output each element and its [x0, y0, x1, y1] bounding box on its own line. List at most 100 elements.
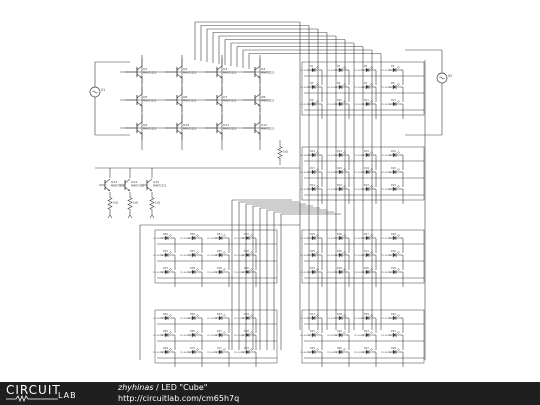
led-d50-label: D50 [190, 233, 195, 236]
transistor-q3-part: MMBT2222 [223, 72, 237, 75]
led-d70-label: D70 [190, 347, 195, 350]
led-d63-part: LTL-307EE [207, 318, 218, 320]
led-d67-label: D67 [217, 330, 222, 333]
led-d41-label: D41 [310, 330, 315, 333]
logo-word-lab: LAB [58, 391, 77, 400]
led-d18-label: D18 [337, 167, 342, 170]
resistor-r1 [107, 192, 113, 215]
transistor-q9-part: MMBT2222 [143, 128, 157, 131]
led-d20-label: D20 [391, 167, 396, 170]
led-d5-part: LTL-307EE [300, 87, 311, 89]
resistor-r4 [277, 140, 283, 165]
led-d64-part: LTL-307EE [234, 318, 245, 320]
led-d57-label: D57 [163, 267, 168, 270]
transistor-q11-label: Q11 [223, 123, 229, 127]
transistor-q8-label: Q8 [261, 95, 265, 99]
led-d3-part: LTL-307EE [354, 70, 365, 72]
led-d27-part: LTL-307EE [354, 238, 365, 240]
led-d23-label: D23 [364, 184, 369, 187]
led-d14-part: LTL-307EE [327, 155, 338, 157]
logo-waveform-icon [6, 394, 58, 402]
led-d9-label: D9 [310, 99, 314, 102]
resistor-r3-value: 1kΩ [155, 201, 160, 205]
transistor-q13-label: Q13 [111, 180, 117, 184]
circuit-schematic: V1V2Q1MMBT2222Q2MMBT2222Q3MMBT2222Q4MMBT… [89, 21, 453, 367]
led-block-bottom-right-frame [301, 309, 425, 364]
led-d14-label: D14 [337, 150, 342, 153]
author-name[interactable]: zhyhinas [118, 383, 154, 392]
led-d34-part: LTL-307EE [327, 272, 338, 274]
led-d43-part: LTL-307EE [354, 335, 365, 337]
led-d16-label: D16 [391, 150, 396, 153]
led-block-mid-right-frame [301, 146, 425, 201]
led-d51-label: D51 [217, 233, 222, 236]
led-d8-label: D8 [391, 82, 395, 85]
led-d30-label: D30 [337, 250, 342, 253]
wire [149, 214, 153, 219]
led-d60-part: LTL-307EE [234, 272, 245, 274]
resistor-r4-value: 1kΩ [283, 150, 288, 154]
led-d71-label: D71 [217, 347, 222, 350]
led-d2-part: LTL-307EE [327, 70, 338, 72]
led-d31-part: LTL-307EE [354, 255, 365, 257]
led-d23-part: LTL-307EE [354, 189, 365, 191]
led-d56-part: LTL-307EE [234, 255, 245, 257]
led-d17-label: D17 [310, 167, 315, 170]
led-d9-part: LTL-307EE [300, 104, 311, 106]
led-d15-part: LTL-307EE [354, 155, 365, 157]
led-d60-label: D60 [244, 267, 249, 270]
circuitlab-logo[interactable]: CIRCUIT LAB [6, 383, 96, 403]
led-d26-label: D26 [337, 233, 342, 236]
led-d7-label: D7 [364, 82, 368, 85]
led-d45-part: LTL-307EE [300, 352, 311, 354]
led-d25-label: D25 [310, 233, 315, 236]
led-d58-label: D58 [190, 267, 195, 270]
led-block-bottom-left-frame [154, 309, 278, 364]
transistor-q5-part: MMBT2222 [143, 100, 157, 103]
circuit-url[interactable]: http://circuitlab.com/cm65h7q [118, 394, 240, 403]
led-d4-part: LTL-307EE [381, 70, 392, 72]
led-d21-label: D21 [310, 184, 315, 187]
led-d40-label: D40 [391, 313, 396, 316]
voltage-source-v1-wave [92, 90, 98, 94]
led-d32-part: LTL-307EE [381, 255, 392, 257]
led-d5-label: D5 [310, 82, 314, 85]
transistor-q14-label: Q14 [131, 180, 137, 184]
led-d32-label: D32 [391, 250, 396, 253]
led-d50-part: LTL-307EE [180, 238, 191, 240]
transistor-q10-label: Q10 [183, 123, 189, 127]
led-d25-part: LTL-307EE [300, 238, 311, 240]
